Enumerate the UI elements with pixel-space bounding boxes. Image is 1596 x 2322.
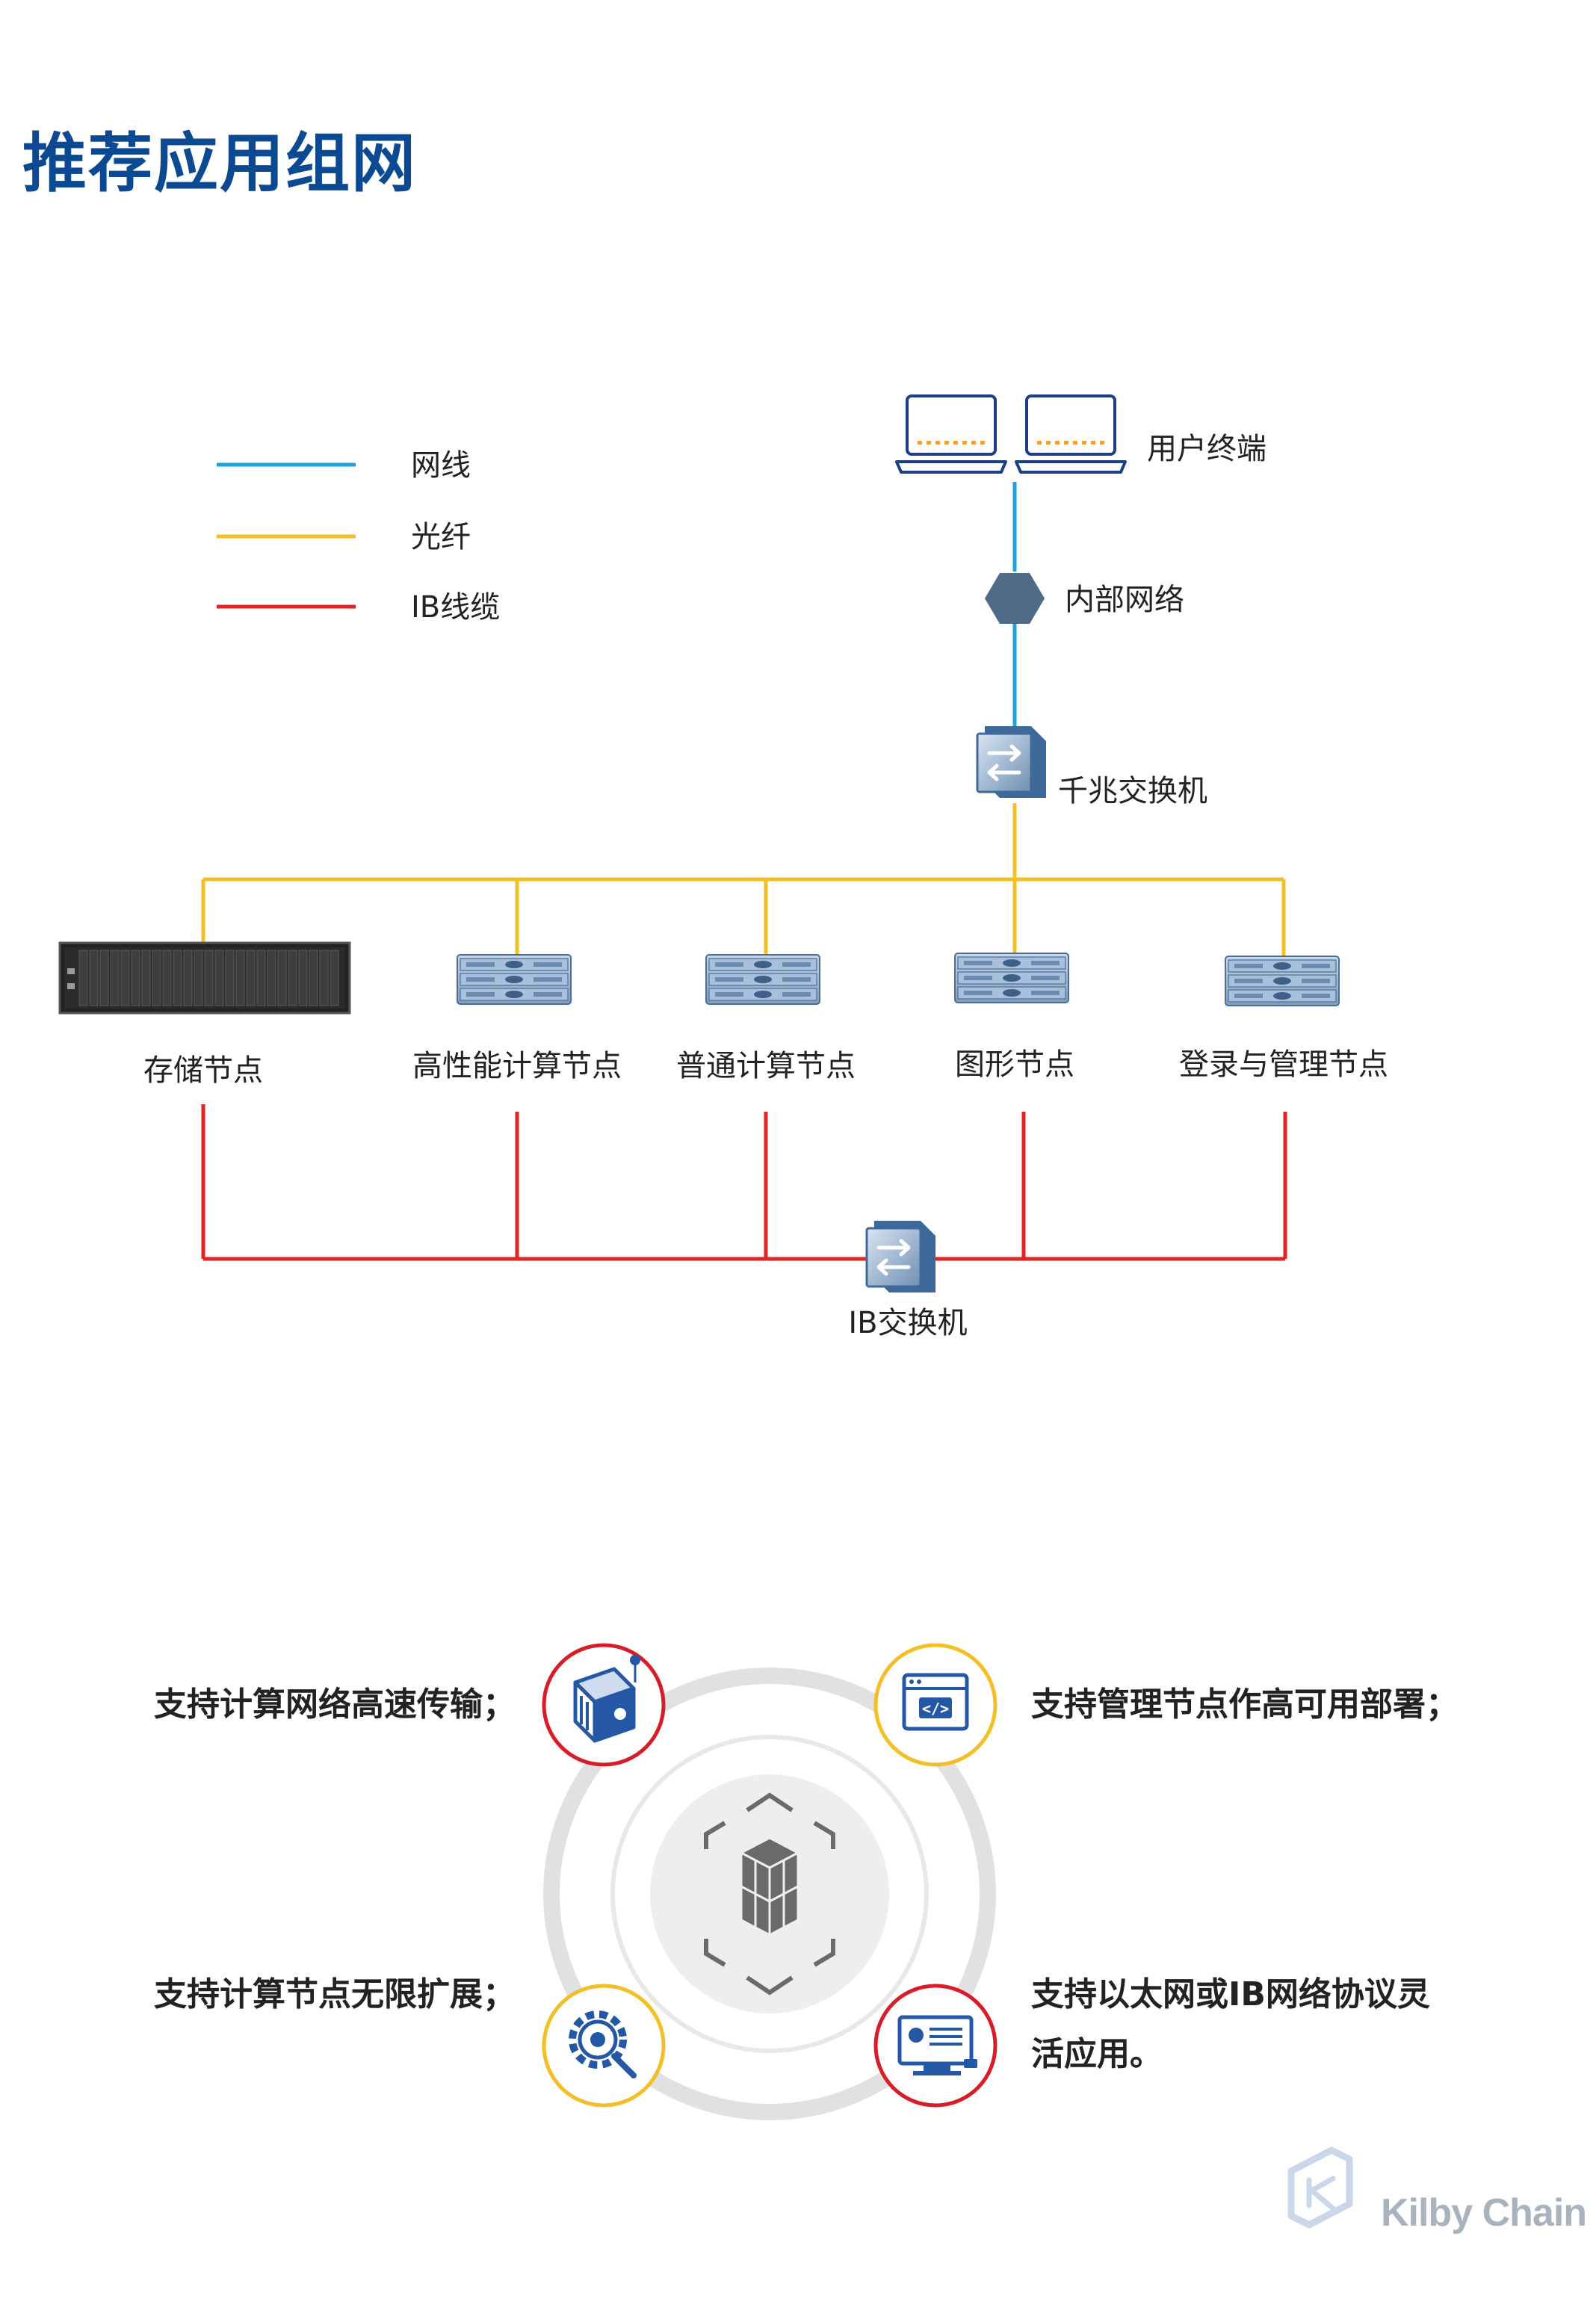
login-mgmt-server-icon [1225,956,1340,1006]
label-internal-network: 内部网络 [1065,583,1184,617]
label-general-compute-node: 普通计算节点 [676,1049,856,1083]
gear-tool-icon [542,1984,666,2108]
general-compute-server-icon [705,954,820,1005]
label-gigabit-switch: 千兆交换机 [1058,774,1207,808]
label-login-mgmt-node: 登录与管理节点 [1179,1047,1388,1082]
label-ib-switch: IB交换机 [848,1306,967,1340]
label-user-terminal: 用户终端 [1147,432,1266,466]
graphics-server-icon [954,953,1069,1003]
feature-text-protocol-line2: 活应用。 [1031,2035,1163,2073]
legend-label-ethernet: 网线 [411,448,471,483]
brand-name: Kilby Chain [1381,2191,1587,2235]
monitor-chart-icon [873,1984,998,2108]
label-storage-node: 存储节点 [143,1053,263,1088]
feature-text-high-availability: 支持管理节点作高可用部署； [1031,1685,1459,1724]
page-title: 推荐应用组网 [22,126,417,201]
label-graphics-node: 图形节点 [955,1047,1074,1082]
feature-text-protocol-line1: 支持以太网或IB网络协议灵 [1031,1975,1430,2013]
label-hpc-node: 高性能计算节点 [412,1049,622,1083]
laptop-icon [1015,394,1127,474]
svg-text:</>: </> [922,1700,949,1718]
code-window-icon: </> [873,1643,998,1767]
cube-stack-icon [738,1836,801,1937]
ib-switch-icon [867,1221,935,1292]
legend-label-fiber: 光纤 [411,520,471,554]
laptop-icon [895,394,1007,474]
fiber-links [201,803,1286,959]
network-box-icon [542,1643,666,1767]
feature-wheel [543,1668,996,2120]
feature-text-unlimited-scaling: 支持计算节点无限扩展； [154,1975,516,2013]
feature-text-protocol-flexibility: 支持以太网或IB网络协议灵 活应用。 [1031,1965,1554,2084]
hpc-server-icon [457,954,572,1005]
feature-text-high-speed: 支持计算网络高速传输； [154,1685,516,1724]
legend: 网线 光纤 IB线缆 [217,448,500,625]
legend-label-ib: IB线缆 [411,590,500,625]
kilby-chain-logo-icon [1287,2146,1353,2229]
gigabit-switch-icon [977,726,1046,798]
ib-links [201,1104,1287,1261]
internal-network-icon [985,573,1045,624]
storage-array-icon [58,941,351,1015]
